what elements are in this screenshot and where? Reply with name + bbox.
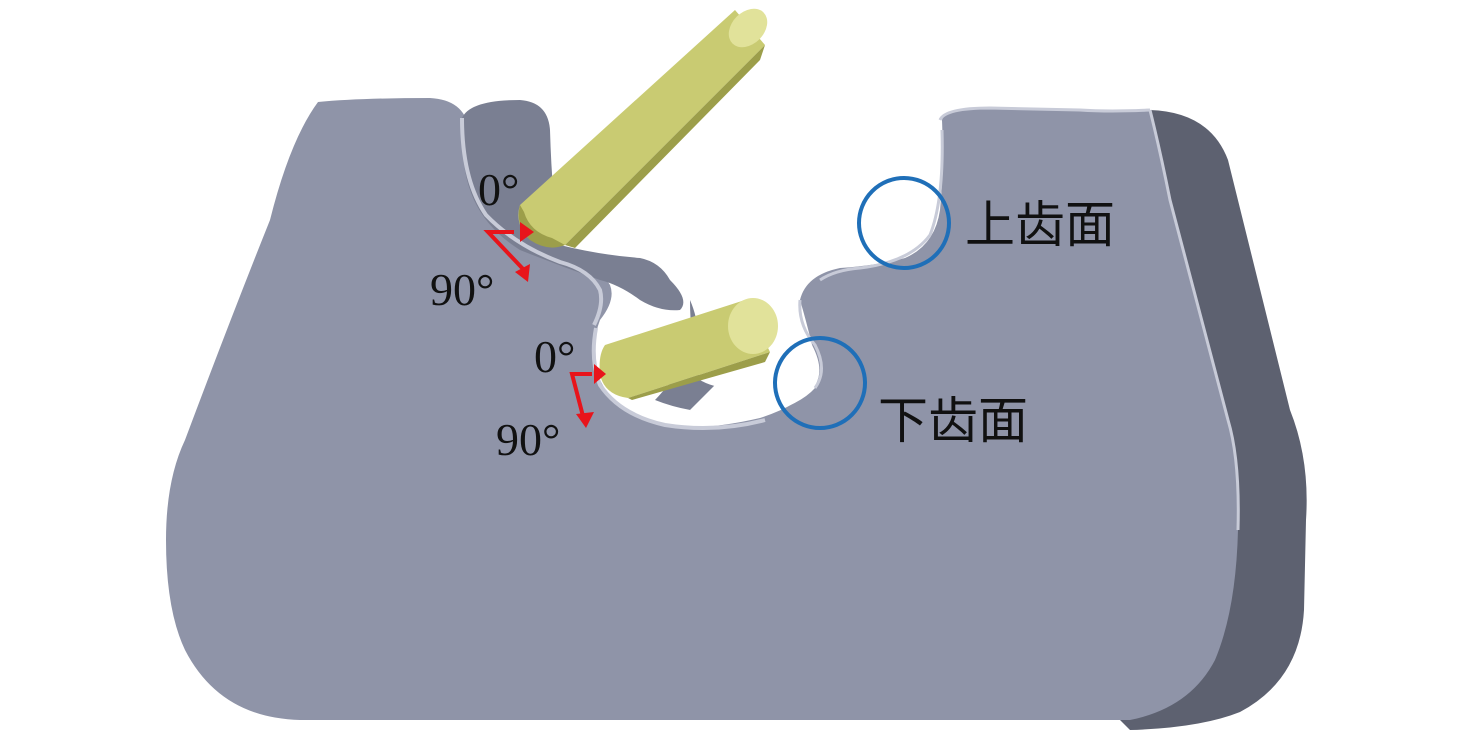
upper-rod [518, 8, 768, 248]
right-upper-notch [819, 129, 944, 282]
lower-tooth-face-marker [773, 336, 867, 430]
right-lower-notch [798, 299, 823, 389]
lower-tooth-cavity [655, 300, 800, 414]
block-front-face [166, 98, 1239, 720]
upper-zero-degree-label: 0° [478, 164, 519, 215]
lower-ninety-degree-label: 90° [496, 414, 560, 465]
lower-tooth-face-label: 下齿面 [878, 392, 1028, 450]
block-rim-highlight-right [1148, 109, 1240, 531]
lower-zero-degree-label: 0° [534, 331, 575, 382]
lower-angle-arrows [569, 364, 606, 428]
upper-angle-arrows [483, 222, 534, 282]
upper-ninety-degree-label: 90° [430, 264, 494, 315]
lower-rod [599, 298, 778, 400]
upper-tooth-cavity [461, 100, 684, 311]
lower-tooth-edge [591, 327, 766, 431]
upper-tooth-face-marker [857, 176, 951, 270]
block-rim-highlight [938, 106, 1151, 121]
upper-tooth-face-label: 上齿面 [965, 196, 1115, 254]
upper-tooth-edge [460, 117, 604, 326]
